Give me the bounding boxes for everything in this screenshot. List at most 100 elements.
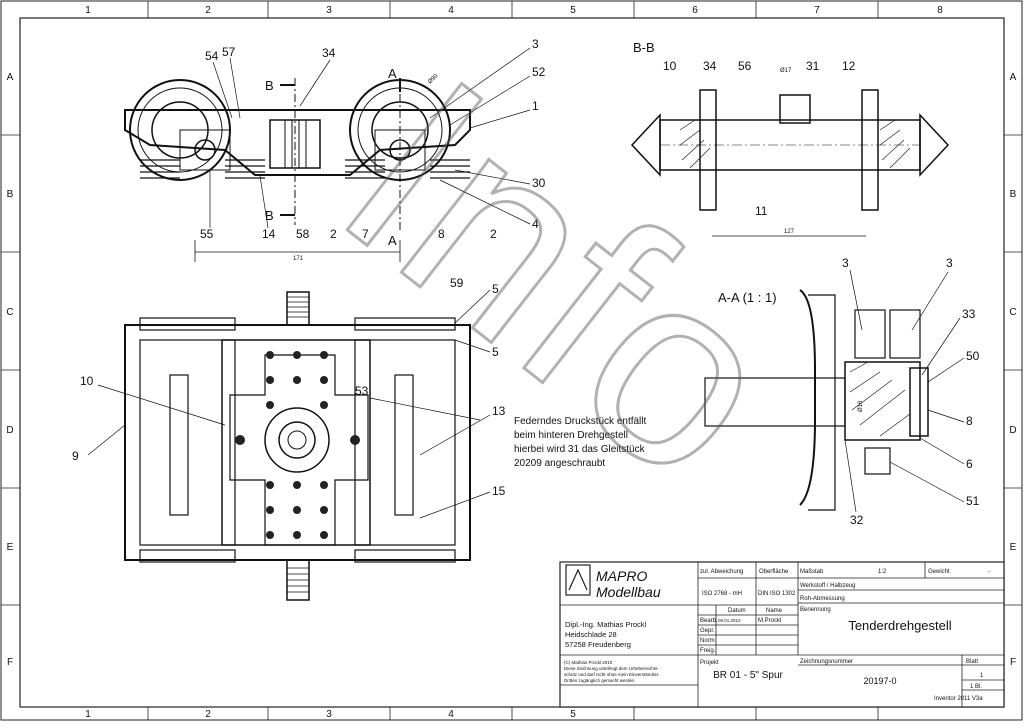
copyright-line: Dritten zugänglich gemacht werden bbox=[564, 678, 635, 683]
mapro-logo bbox=[565, 564, 591, 596]
callout-label: 55 bbox=[200, 227, 214, 241]
note-line: hierbei wird 31 das Gleitstück bbox=[514, 444, 646, 455]
callout-label: 8 bbox=[438, 227, 445, 241]
callout-label: 10 bbox=[663, 59, 677, 73]
benennung-label: Benennung bbox=[800, 607, 831, 613]
tolerance-standard: ISO 2768 - mH bbox=[702, 591, 742, 597]
row-label: E bbox=[1010, 542, 1017, 553]
callout-label: 15 bbox=[492, 484, 506, 498]
row-label: F bbox=[7, 657, 13, 668]
row-label: B bbox=[7, 189, 14, 200]
aa-leader-lines bbox=[844, 269, 965, 513]
row-label: C bbox=[6, 307, 13, 318]
zeichnung-value: 20197-0 bbox=[863, 676, 896, 686]
header-name: Name bbox=[766, 608, 783, 614]
callout-label: 52 bbox=[532, 65, 546, 79]
column-label: 4 bbox=[448, 709, 454, 720]
column-label: 2 bbox=[205, 709, 211, 720]
callout-label: 32 bbox=[850, 513, 864, 527]
row-freig: Freig. bbox=[700, 648, 716, 654]
column-label: 3 bbox=[326, 5, 332, 16]
note-line: Federndes Druckstück entfällt bbox=[514, 416, 647, 427]
title-block: MAPRO Modellbau zul. Abweichung Oberfläc… bbox=[559, 561, 1005, 708]
note-text: Federndes Druckstück entfällt beim hinte… bbox=[514, 416, 647, 469]
column-label: 5 bbox=[570, 5, 576, 16]
scale-value: 1:2 bbox=[878, 569, 887, 575]
surface-standard: DIN ISO 1302 bbox=[758, 591, 796, 597]
header-weight: Gewicht bbox=[928, 569, 950, 575]
blatt-total: 1 Bl. bbox=[970, 684, 982, 690]
row-label: E bbox=[7, 542, 14, 553]
weight-value: - bbox=[988, 569, 990, 575]
cut-label-b: B bbox=[265, 208, 274, 223]
bearb-date: 09.01.2010 bbox=[718, 618, 741, 623]
row-bearb: Bearb. bbox=[700, 618, 718, 624]
address-line: Heidschlade 28 bbox=[565, 630, 617, 639]
section-aa-title: A-A (1 : 1) bbox=[718, 290, 777, 305]
side-view bbox=[124, 78, 471, 262]
row-label: D bbox=[1009, 425, 1016, 436]
drawing-title: Tenderdrehgestell bbox=[848, 618, 951, 633]
row-label: A bbox=[1010, 72, 1017, 83]
callout-label: 2 bbox=[330, 227, 337, 241]
cut-label-a: A bbox=[388, 233, 397, 248]
callout-label: 58 bbox=[296, 227, 310, 241]
column-label: 8 bbox=[937, 5, 943, 16]
section-bb-view bbox=[630, 89, 950, 237]
side-leader-lines bbox=[209, 47, 531, 229]
rohmass-label: Roh-Abmessung bbox=[800, 596, 845, 602]
dimension-171-label: 171 bbox=[293, 256, 304, 262]
callout-label: 6 bbox=[966, 457, 973, 471]
note-line: beim hinteren Drehgestell bbox=[514, 430, 628, 441]
callout-label: 9 bbox=[72, 449, 79, 463]
copyright-line: schutz und darf nicht ohne mein Einverst… bbox=[564, 672, 659, 677]
callout-label: 11 bbox=[755, 204, 768, 218]
column-label: 3 bbox=[326, 709, 332, 720]
blatt-value: 1 bbox=[980, 673, 984, 679]
column-label: 1 bbox=[85, 709, 91, 720]
diameter-16-label: Ø16 bbox=[858, 400, 864, 412]
section-aa-view bbox=[704, 289, 929, 511]
side-callouts: 54 57 34 3 52 1 30 4 2 8 7 2 58 14 55 bbox=[200, 37, 546, 241]
bb-callouts: 10 34 56 31 12 11 bbox=[663, 59, 856, 218]
blatt-label: Blatt bbox=[966, 659, 978, 665]
callout-label: 30 bbox=[532, 176, 546, 190]
callout-label: 14 bbox=[262, 227, 276, 241]
callout-label: 53 bbox=[355, 384, 369, 398]
callout-label: 34 bbox=[322, 46, 336, 60]
logo-line-1: MAPRO bbox=[596, 568, 647, 584]
callout-label: 31 bbox=[806, 59, 820, 73]
header-tolerance: zul. Abweichung bbox=[700, 569, 743, 575]
projekt-label: Projekt bbox=[700, 660, 719, 666]
column-label: 1 bbox=[85, 5, 91, 16]
copyright-line: (C) Mathias Prockl 2010 bbox=[564, 660, 613, 665]
column-label: 2 bbox=[205, 5, 211, 16]
diameter-17-label: Ø17 bbox=[780, 68, 792, 74]
row-label: B bbox=[1010, 189, 1017, 200]
zeichnung-label: Zeichnungsnummer bbox=[800, 659, 853, 665]
callout-label: 33 bbox=[962, 307, 976, 321]
column-label: 6 bbox=[692, 5, 698, 16]
logo-line-2: Modellbau bbox=[596, 584, 661, 600]
callout-label: 51 bbox=[966, 494, 980, 508]
callout-label: 2 bbox=[490, 227, 497, 241]
aa-callouts: 3 3 33 50 8 6 51 32 bbox=[842, 256, 980, 527]
projekt-value: BR 01 - 5" Spur bbox=[713, 670, 783, 681]
address-line: Dipl.-Ing. Mathias Prockl bbox=[565, 620, 647, 629]
material-label: Werkstoff / Halbzeug bbox=[800, 583, 855, 589]
callout-label: 1 bbox=[532, 99, 539, 113]
callout-label: 12 bbox=[842, 59, 856, 73]
footer-software: Inventor 2011 V3a bbox=[934, 696, 983, 702]
header-datum: Datum bbox=[728, 608, 746, 614]
row-label: D bbox=[6, 425, 13, 436]
callout-label: 59 bbox=[450, 276, 464, 290]
row-gepr: Gepr. bbox=[700, 628, 715, 634]
header-surface: Oberfläche bbox=[759, 569, 789, 575]
row-label: F bbox=[1010, 657, 1016, 668]
column-label: 5 bbox=[570, 709, 576, 720]
callout-label: 4 bbox=[532, 217, 539, 231]
row-norm: Norm bbox=[700, 638, 715, 644]
column-label: 4 bbox=[448, 5, 454, 16]
callout-label: 56 bbox=[738, 59, 752, 73]
